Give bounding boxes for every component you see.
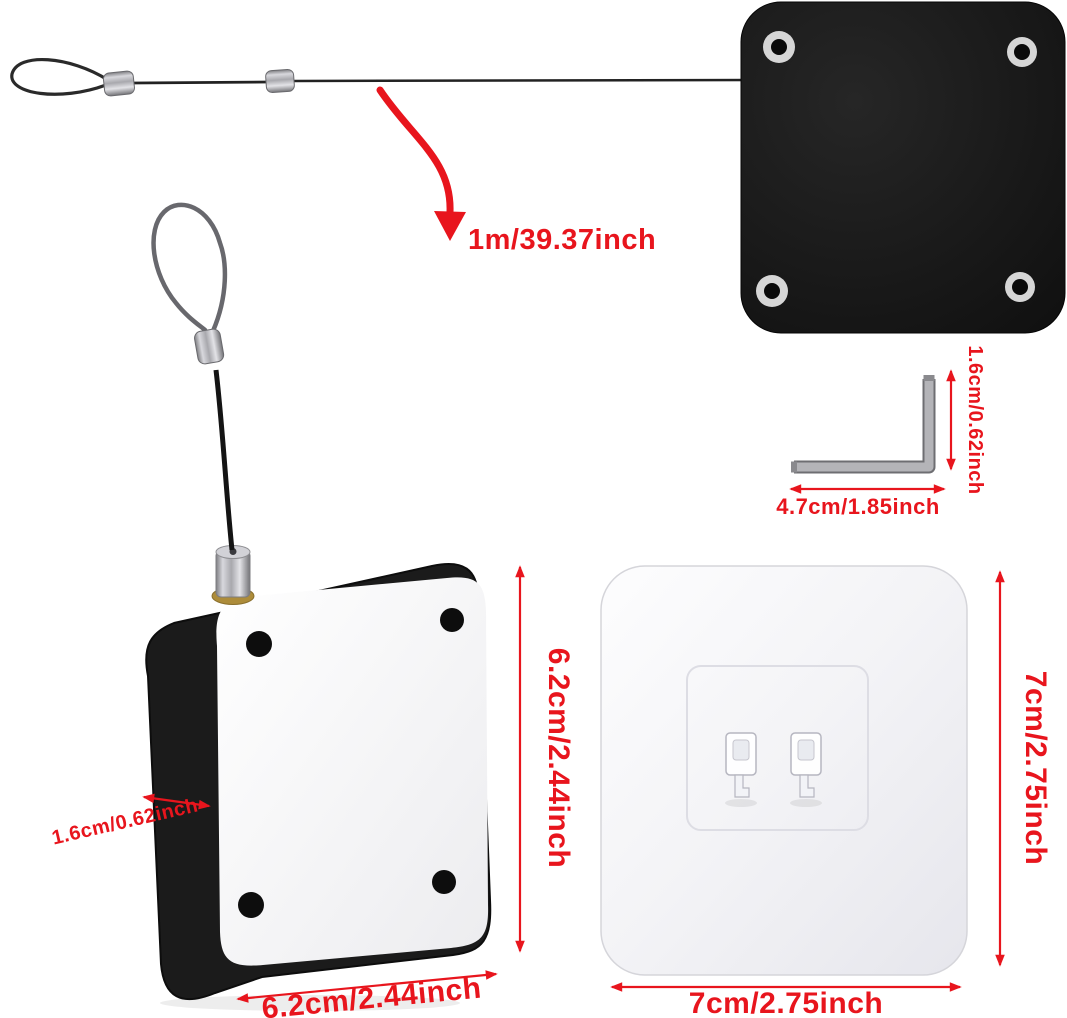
cable-loop [10, 57, 110, 96]
device-height-annotation: 6.2cm/2.44inch [515, 565, 575, 953]
device-depth-arrow [142, 793, 211, 810]
cable-wire [293, 78, 757, 83]
curved-arrow [376, 86, 454, 216]
device-cable-loop [151, 202, 228, 334]
hex-wrench-tip [923, 375, 935, 381]
wrench-height-annotation: 1.6cm/0.62inch [946, 345, 986, 495]
device-width-arrow [236, 970, 498, 1003]
device-cable [213, 369, 235, 551]
hex-wrench-tip [791, 461, 797, 473]
pad-height-annotation: 7cm/2.75inch [995, 570, 1052, 967]
adhesive-pad-body [600, 565, 968, 976]
device-front-panel [216, 577, 489, 966]
pad-width-label: 7cm/2.75inch [689, 987, 883, 1018]
curved-arrow-head [434, 211, 466, 241]
cable-wire [133, 80, 269, 85]
mounting-plate-holes [756, 31, 1037, 307]
wrench-height-label: 1.6cm/0.62inch [964, 345, 986, 494]
adhesive-pad-emboss [686, 665, 869, 831]
wrench-length-label: 4.7cm/1.85inch [776, 494, 940, 519]
cable-length-label: 1m/39.37inch [468, 224, 656, 256]
adhesive-hook [725, 732, 757, 807]
device-width-annotation: 6.2cm/2.44inch [236, 970, 498, 1018]
pad-width-annotation: 7cm/2.75inch [610, 982, 962, 1018]
mounting-plate-body [740, 1, 1066, 334]
steel-cable-assembly [10, 57, 757, 97]
adhesive-hook [790, 732, 822, 807]
adhesive-pad [600, 565, 968, 976]
cable-ferrule [102, 70, 135, 97]
cable-ferrule [265, 68, 295, 94]
hex-wrench-outline [794, 379, 936, 474]
cable-length-annotation: 1m/39.37inch [376, 86, 656, 256]
hex-wrench [791, 375, 936, 474]
hex-wrench-shaft [794, 379, 934, 472]
device-screw-holes [238, 608, 464, 918]
mounting-plate [740, 1, 1066, 334]
device-width-label: 6.2cm/2.44inch [260, 972, 483, 1018]
device-cable-ferrule [194, 328, 225, 365]
pad-height-label: 7cm/2.75inch [1019, 671, 1052, 865]
device-height-label: 6.2cm/2.44inch [542, 648, 575, 868]
wrench-length-annotation: 4.7cm/1.85inch [776, 484, 946, 519]
door-closer-device [145, 202, 492, 1011]
